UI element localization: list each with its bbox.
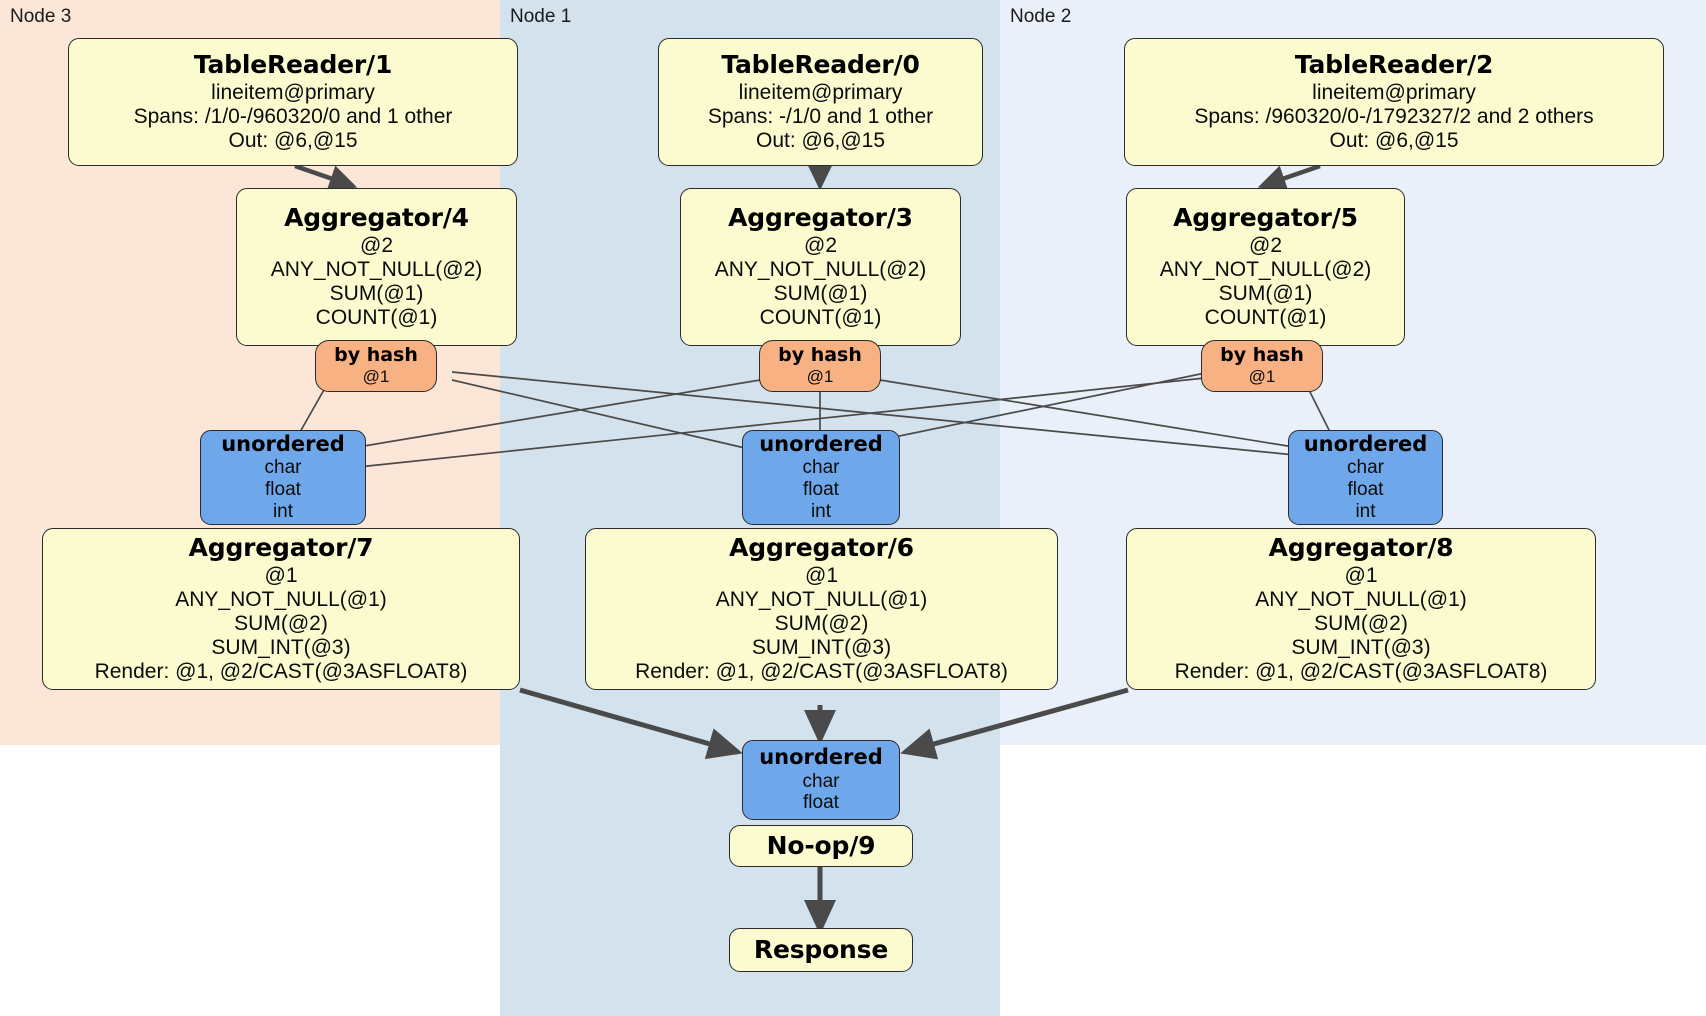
inbox-type-2: float (1347, 479, 1384, 501)
processor-agg-1: ANY_NOT_NULL(@2) (1159, 257, 1372, 281)
inbox-type-1: char (1347, 457, 1384, 479)
processor-title: Aggregator/8 (1268, 533, 1454, 563)
processor-agg-3: SUM_INT(@3) (1291, 635, 1431, 659)
processor-tablereader-0[interactable]: TableReader/0 lineitem@primary Spans: -/… (658, 38, 983, 166)
processor-out: Out: @6,@15 (228, 128, 358, 152)
processor-agg-2: SUM(@2) (1314, 611, 1408, 635)
inbox-type-3: int (1355, 500, 1376, 522)
processor-aggregator-3[interactable]: Aggregator/3 @2 ANY_NOT_NULL(@2) SUM(@1)… (680, 188, 961, 346)
processor-title: Aggregator/3 (728, 203, 913, 233)
processor-response[interactable]: Response (729, 928, 913, 972)
inbox-title: unordered (221, 431, 345, 456)
processor-title: No-op/9 (766, 830, 876, 860)
router-column: @1 (806, 367, 834, 387)
inbox-type-2: float (803, 792, 839, 814)
processor-agg-3: SUM_INT(@3) (211, 635, 351, 659)
processor-agg-3: COUNT(@1) (315, 305, 438, 329)
router-by-hash-node2[interactable]: by hash @1 (1201, 340, 1323, 392)
router-column: @1 (1248, 367, 1276, 387)
processor-spans: Spans: /1/0-/960320/0 and 1 other (133, 104, 453, 128)
inbox-unordered-node1[interactable]: unordered char float int (742, 430, 900, 525)
inbox-type-3: int (810, 500, 832, 522)
processor-table: lineitem@primary (738, 80, 903, 104)
inbox-type-1: char (264, 457, 302, 479)
processor-agg-1: ANY_NOT_NULL(@2) (714, 257, 927, 281)
processor-table: lineitem@primary (1312, 80, 1476, 104)
processor-group: @2 (804, 233, 837, 257)
processor-agg-1: ANY_NOT_NULL(@1) (715, 587, 928, 611)
processor-aggregator-4[interactable]: Aggregator/4 @2 ANY_NOT_NULL(@2) SUM(@1)… (236, 188, 517, 346)
processor-agg-3: SUM_INT(@3) (751, 635, 892, 659)
processor-title: TableReader/0 (721, 50, 920, 80)
processor-agg-3: COUNT(@1) (759, 305, 882, 329)
processor-agg-2: SUM(@2) (774, 611, 869, 635)
router-title: by hash (1220, 344, 1304, 367)
processor-agg-2: SUM(@1) (1218, 281, 1313, 305)
inbox-unordered-node3[interactable]: unordered char float int (200, 430, 366, 525)
node-lane-label-node2: Node 2 (1010, 6, 1072, 27)
processor-spans: Spans: -/1/0 and 1 other (707, 104, 934, 128)
router-title: by hash (334, 344, 418, 367)
processor-group: @2 (360, 233, 393, 257)
processor-render: Render: @1, @2/CAST(@3ASFLOAT8) (635, 659, 1008, 683)
processor-agg-1: ANY_NOT_NULL(@2) (270, 257, 483, 281)
inbox-type-1: char (802, 457, 840, 479)
inbox-type-3: int (272, 500, 294, 522)
processor-table: lineitem@primary (211, 80, 375, 104)
inbox-type-1: char (802, 770, 840, 792)
processor-agg-2: SUM(@2) (234, 611, 328, 635)
processor-agg-1: ANY_NOT_NULL(@1) (175, 587, 387, 611)
router-by-hash-node3[interactable]: by hash @1 (315, 340, 437, 392)
processor-out: Out: @6,@15 (1329, 128, 1459, 152)
processor-title: TableReader/1 (193, 50, 393, 80)
processor-agg-2: SUM(@1) (773, 281, 868, 305)
processor-tablereader-1[interactable]: TableReader/1 lineitem@primary Spans: /1… (68, 38, 518, 166)
processor-render: Render: @1, @2/CAST(@3ASFLOAT8) (1174, 659, 1548, 683)
inbox-unordered-final[interactable]: unordered char float (742, 740, 900, 820)
router-by-hash-node1[interactable]: by hash @1 (759, 340, 881, 392)
processor-title: Aggregator/4 (284, 203, 469, 233)
inbox-title: unordered (759, 744, 883, 769)
node-lane-label-node1: Node 1 (510, 6, 572, 27)
processor-render: Render: @1, @2/CAST(@3ASFLOAT8) (94, 659, 468, 683)
processor-group: @1 (805, 563, 838, 587)
router-column: @1 (362, 367, 390, 387)
processor-agg-3: COUNT(@1) (1204, 305, 1327, 329)
processor-spans: Spans: /960320/0-/1792327/2 and 2 others (1194, 104, 1594, 128)
processor-title: Aggregator/5 (1173, 203, 1358, 233)
router-title: by hash (778, 344, 862, 367)
processor-out: Out: @6,@15 (755, 128, 886, 152)
processor-agg-2: SUM(@1) (329, 281, 424, 305)
processor-tablereader-2[interactable]: TableReader/2 lineitem@primary Spans: /9… (1124, 38, 1664, 166)
processor-title: Response (753, 934, 889, 964)
inbox-unordered-node2[interactable]: unordered char float int (1288, 430, 1443, 525)
processor-aggregator-6[interactable]: Aggregator/6 @1 ANY_NOT_NULL(@1) SUM(@2)… (585, 528, 1058, 690)
processor-aggregator-5[interactable]: Aggregator/5 @2 ANY_NOT_NULL(@2) SUM(@1)… (1126, 188, 1405, 346)
node-lane-label-node3: Node 3 (10, 6, 72, 27)
processor-aggregator-8[interactable]: Aggregator/8 @1 ANY_NOT_NULL(@1) SUM(@2)… (1126, 528, 1596, 690)
processor-agg-1: ANY_NOT_NULL(@1) (1255, 587, 1467, 611)
processor-title: TableReader/2 (1294, 50, 1494, 80)
processor-group: @1 (264, 563, 298, 587)
processor-noop-9[interactable]: No-op/9 (729, 825, 913, 867)
processor-aggregator-7[interactable]: Aggregator/7 @1 ANY_NOT_NULL(@1) SUM(@2)… (42, 528, 520, 690)
processor-title: Aggregator/6 (729, 533, 914, 563)
inbox-title: unordered (1303, 431, 1428, 456)
processor-group: @2 (1249, 233, 1282, 257)
processor-title: Aggregator/7 (188, 533, 374, 563)
inbox-title: unordered (759, 431, 883, 456)
inbox-type-2: float (803, 479, 839, 501)
inbox-type-2: float (265, 479, 301, 501)
processor-group: @1 (1344, 563, 1378, 587)
